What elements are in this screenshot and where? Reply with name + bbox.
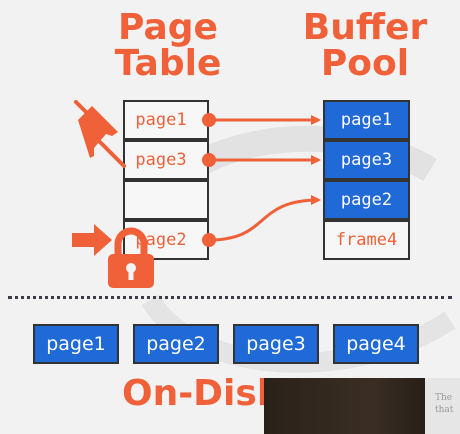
buffer-pool-heading: Buffer Pool bbox=[300, 10, 430, 82]
page-table-entry-label: page3 bbox=[135, 150, 187, 170]
on-disk-heading: On-Disk bbox=[122, 373, 281, 414]
padlock-icon bbox=[108, 227, 154, 288]
slide-corner-line1: The bbox=[435, 393, 453, 403]
buffer-pool-heading-line1: Buffer bbox=[302, 7, 428, 48]
page-table-entry-label: page1 bbox=[135, 110, 187, 130]
page-table-entry: page1 bbox=[123, 100, 209, 140]
buffer-pool-frame-label: page1 bbox=[340, 110, 393, 130]
disk-page-label: page3 bbox=[246, 333, 306, 355]
slide-corner-preview: The that bbox=[425, 378, 460, 434]
disk-page-label: page4 bbox=[346, 333, 406, 355]
buffer-pool-frame: frame4 bbox=[323, 220, 410, 260]
buffer-pool-frame: page1 bbox=[323, 100, 410, 140]
page-table-entry: page3 bbox=[123, 140, 209, 180]
disk-page: page4 bbox=[333, 324, 419, 364]
slide-corner-line2: that bbox=[435, 405, 454, 415]
disk-page: page1 bbox=[33, 324, 119, 364]
buffer-pool-frame-label: page2 bbox=[340, 190, 393, 210]
disk-page: page3 bbox=[233, 324, 319, 364]
page-table-entry-empty bbox=[123, 180, 209, 220]
disk-page-label: page1 bbox=[46, 333, 106, 355]
buffer-pool-frame: page2 bbox=[323, 180, 410, 220]
buffer-pool-heading-line2: Pool bbox=[320, 43, 410, 84]
page-table-heading-line1: Page bbox=[118, 7, 218, 48]
memory-disk-separator bbox=[8, 296, 452, 299]
buffer-pool-frame-label: page3 bbox=[340, 150, 393, 170]
disk-page-label: page2 bbox=[146, 333, 206, 355]
buffer-pool-frame-label: frame4 bbox=[335, 230, 398, 250]
buffer-pool-frame: page3 bbox=[323, 140, 410, 180]
page-table-heading-line2: Table bbox=[114, 43, 222, 84]
disk-page: page2 bbox=[133, 324, 219, 364]
page-table-heading: Page Table bbox=[108, 10, 228, 82]
pushpin-icon bbox=[74, 100, 126, 168]
arrow-right-icon bbox=[72, 224, 112, 256]
page-table-entry-label: page2 bbox=[135, 230, 187, 250]
